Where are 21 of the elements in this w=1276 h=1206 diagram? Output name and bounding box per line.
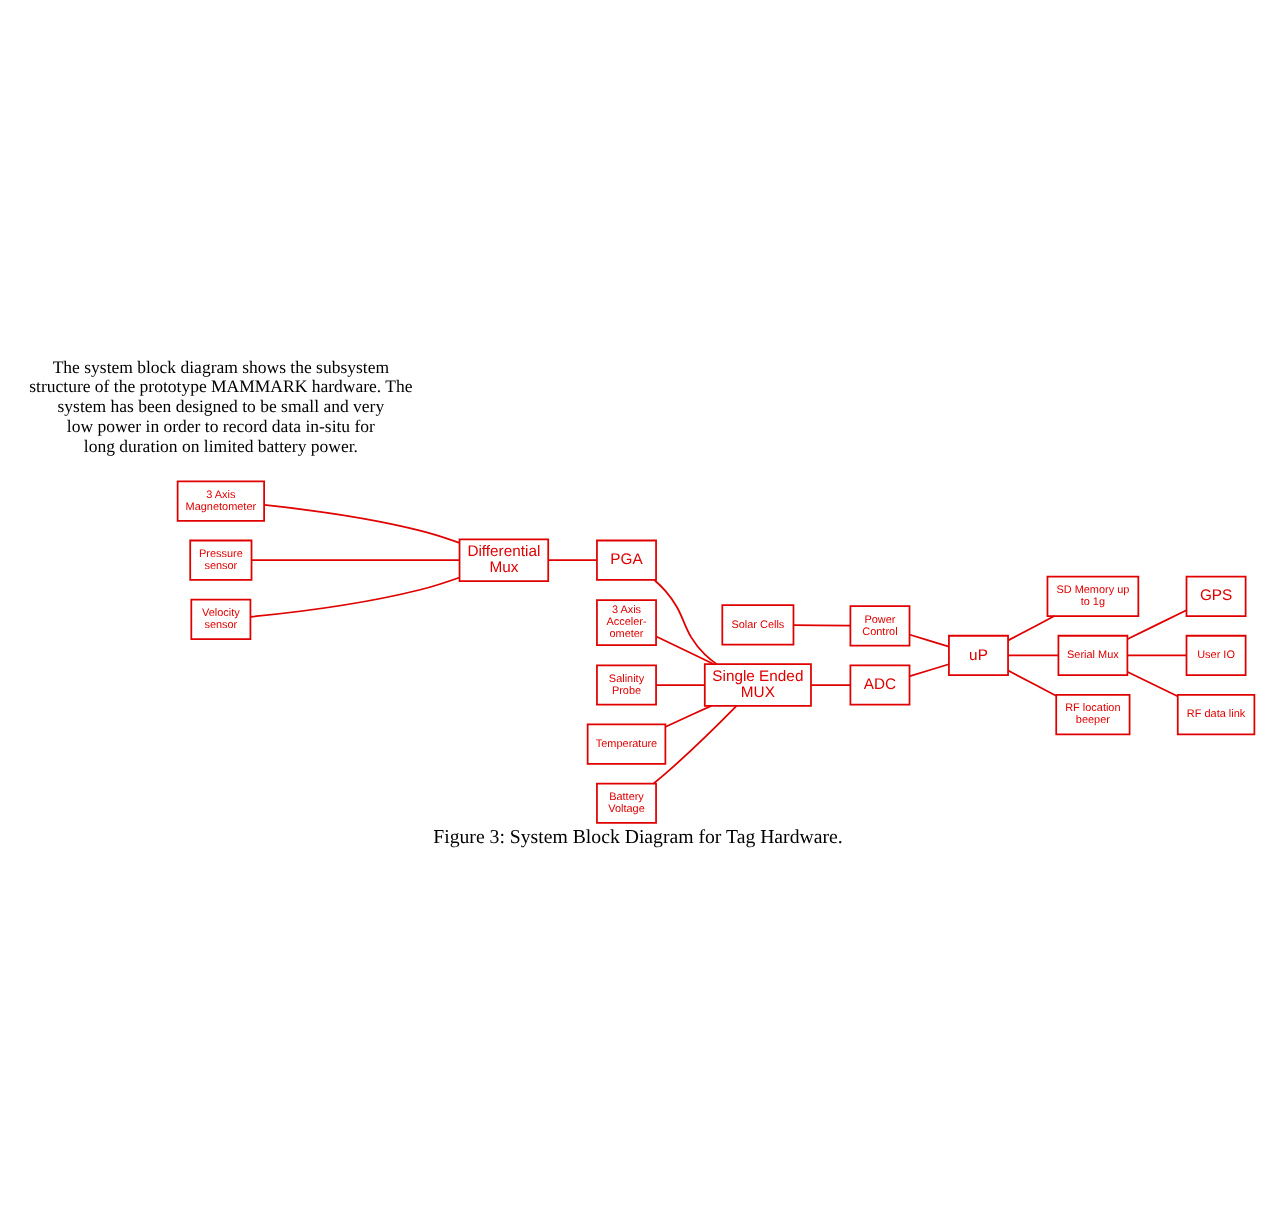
connector (249, 575, 461, 617)
connector (1007, 614, 1056, 641)
connector (655, 634, 715, 664)
label: The system block diagram shows the subsystem structure of the prototype MAMMARK hardware. The system has been designed to be small and very low power in order to record data in-situ for long duration on limited battery power. (29, 355, 413, 455)
connector (655, 683, 706, 685)
connector (909, 632, 950, 647)
connector (909, 662, 950, 677)
connector (810, 683, 852, 685)
connector (547, 558, 598, 561)
connector (653, 704, 738, 784)
connector (653, 578, 718, 665)
connector (1126, 653, 1188, 656)
connector (664, 704, 713, 727)
connector (1007, 653, 1059, 656)
connector (792, 623, 852, 626)
connector (1007, 668, 1057, 696)
connector (1126, 670, 1179, 697)
caption: Figure 3: System Block Diagram for Tag Hardware. (433, 826, 843, 849)
connector (263, 503, 461, 543)
connector (1126, 608, 1188, 639)
connector (251, 558, 461, 561)
